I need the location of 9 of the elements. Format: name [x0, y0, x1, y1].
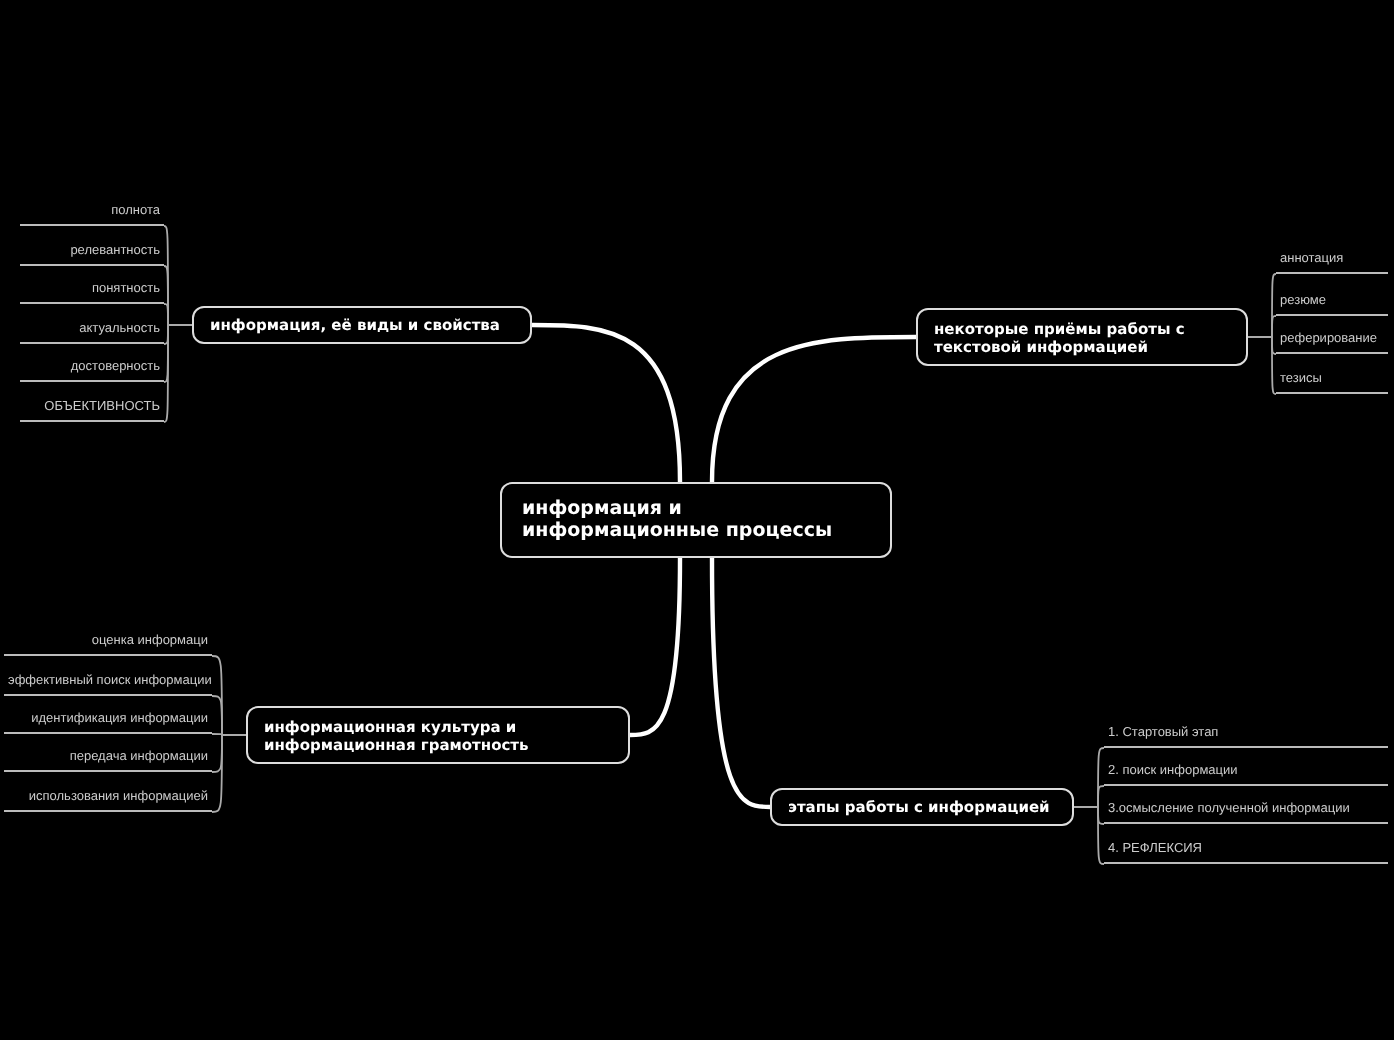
connector-line [211, 734, 247, 813]
connector-line [629, 557, 683, 738]
connector-line [709, 334, 916, 483]
connector-line [709, 557, 771, 810]
connector-line [163, 324, 193, 423]
connector-line [1247, 336, 1277, 395]
connector-line [532, 322, 683, 483]
central-topic: информация и информационные процессы [500, 482, 892, 558]
connector-line [1073, 806, 1105, 865]
